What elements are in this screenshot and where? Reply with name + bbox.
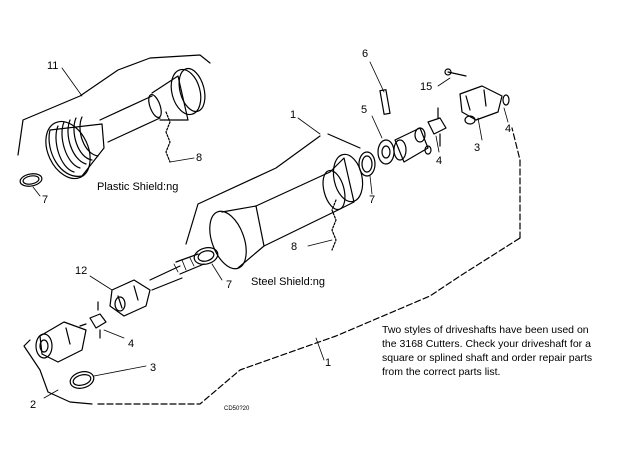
callout-3-right: 3 (474, 142, 481, 154)
upper-yoke-parts (358, 61, 510, 195)
callout-3-low: 3 (150, 362, 157, 374)
lower-shaft-assembly (23, 127, 521, 405)
plastic-shielding-assembly (17, 54, 211, 197)
drawing-code: CD50?20 (224, 406, 250, 412)
callout-6: 6 (362, 48, 369, 60)
callout-7-left: 7 (42, 194, 49, 206)
callout-5: 5 (361, 104, 368, 116)
callout-1-top: 1 (290, 109, 297, 121)
callout-15: 15 (420, 81, 433, 93)
callout-8-mid: 8 (291, 241, 298, 253)
caption-plastic-shielding: Plastic Shield:ng (97, 181, 179, 193)
callout-1-low: 1 (325, 357, 332, 369)
callout-8-top: 8 (196, 152, 203, 164)
callout-7-mid: 7 (369, 194, 376, 206)
callout-11: 11 (47, 60, 59, 72)
callout-7-low: 7 (226, 279, 233, 291)
note-line-3: square or splined shaft and order repair… (382, 352, 593, 364)
steel-shielding-assembly (185, 117, 364, 270)
callout-2: 2 (30, 399, 37, 411)
note-line-1: Two styles of driveshafts have been used… (382, 324, 589, 336)
note-line-4: from the correct parts list. (382, 366, 501, 378)
callout-4-mid: 4 (436, 155, 443, 167)
note-line-2: the 3168 Cutters. Check your driveshaft … (382, 338, 591, 350)
caption-steel-shielding: Steel Shield:ng (251, 276, 325, 288)
callout-12: 12 (75, 265, 88, 277)
driveshaft-note: Two styles of driveshafts have been used… (382, 323, 627, 379)
callout-4-right: 4 (505, 123, 512, 135)
callout-4-low: 4 (128, 338, 135, 350)
